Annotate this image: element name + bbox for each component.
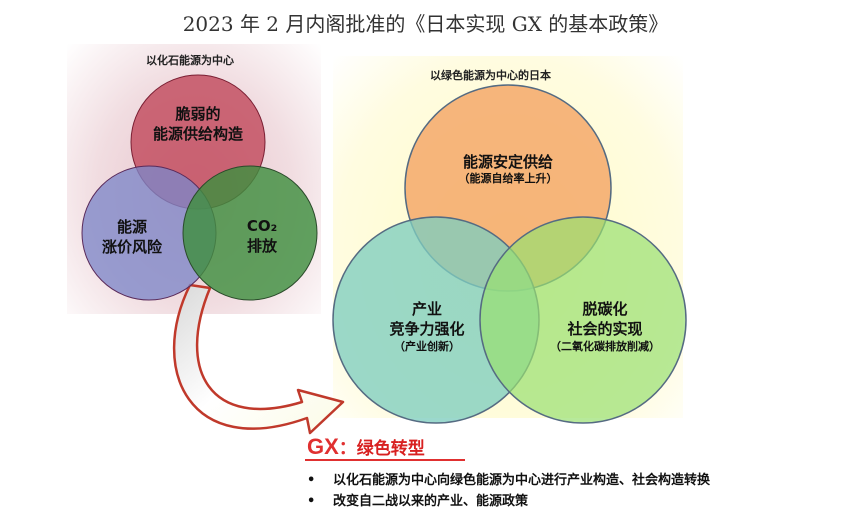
bullet-item: • 以化石能源为中心向绿色能源为中心进行产业构造、社会构造转换 bbox=[307, 470, 710, 491]
co2-line2: 排放 bbox=[246, 237, 277, 256]
bullet-text: 以化石能源为中心向绿色能源为中心进行产业构造、社会构造转换 bbox=[333, 473, 711, 488]
competitiveness-label: 产业 竞争力强化 （产业创新） bbox=[362, 299, 492, 354]
co2-line1: CO₂ bbox=[246, 217, 278, 235]
fragile-supply-label: 脆弱的 能源供给构造 bbox=[140, 104, 256, 145]
page-title: 2023 年 2 月内阁批准的《日本实现 GX 的基本政策》 bbox=[182, 12, 669, 36]
bullet-item: • 改变自二战以来的产业、能源政策 bbox=[307, 491, 710, 512]
co2-label: CO₂ 排放 bbox=[227, 216, 297, 257]
competitiveness-line2: 竞争力强化 bbox=[389, 320, 465, 339]
energy-supply-label: 能源安定供给 （能源自给率上升） bbox=[438, 152, 578, 187]
green-panel-heading: 以绿色能源为中心的日本 bbox=[430, 69, 551, 82]
fossil-panel-heading: 以化石能源为中心 bbox=[146, 54, 234, 67]
venn-circle-co2 bbox=[182, 165, 318, 301]
price-risk-line2: 涨价风险 bbox=[101, 238, 162, 257]
bullet-dot-icon: • bbox=[307, 494, 316, 509]
bullet-list: • 以化石能源为中心向绿色能源为中心进行产业构造、社会构造转换 • 改变自二战以来的… bbox=[307, 470, 710, 512]
decarbonization-sub: （二氧化碳排放削减） bbox=[550, 339, 660, 353]
decarbonization-line1: 脱碳化 bbox=[582, 300, 628, 318]
transition-arrow bbox=[173, 283, 345, 435]
fragile-supply-line1: 脆弱的 bbox=[175, 105, 221, 123]
decarbonization-line2: 社会的实现 bbox=[567, 320, 643, 339]
bullet-dot-icon: • bbox=[307, 473, 316, 488]
fragile-supply-line2: 能源供给构造 bbox=[152, 125, 243, 144]
gx-heading: GX：绿色转型 bbox=[307, 434, 425, 460]
venn-circle-decarbonization bbox=[479, 216, 687, 424]
gx-underline bbox=[305, 459, 465, 461]
gx-value: 绿色转型 bbox=[356, 439, 425, 459]
price-risk-line1: 能源 bbox=[116, 218, 147, 236]
price-risk-label: 能源 涨价风险 bbox=[92, 217, 172, 258]
bullet-text: 改变自二战以来的产业、能源政策 bbox=[333, 494, 529, 509]
gx-separator: ： bbox=[338, 438, 357, 459]
energy-supply-sub: （能源自给率上升） bbox=[458, 172, 558, 186]
competitiveness-line1: 产业 bbox=[411, 300, 442, 318]
gx-key: GX bbox=[307, 434, 339, 459]
energy-supply-line1: 能源安定供给 bbox=[462, 153, 553, 171]
decarbonization-label: 脱碳化 社会的实现 （二氧化碳排放削减） bbox=[535, 299, 675, 354]
competitiveness-sub: （产业创新） bbox=[394, 339, 460, 353]
